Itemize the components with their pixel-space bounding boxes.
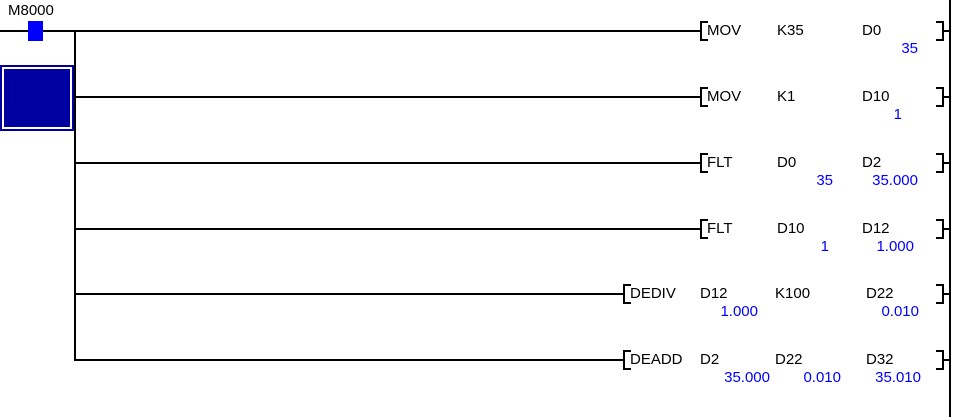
rung-line (74, 162, 700, 164)
cursor-selection-box[interactable] (0, 65, 74, 131)
contact-m8000[interactable] (28, 21, 43, 41)
cursor-selection-inner-border (2, 67, 72, 129)
rung-line (944, 293, 949, 295)
right-bracket-icon (936, 219, 944, 239)
operand[interactable]: D2 (700, 351, 720, 368)
instruction-name[interactable]: FLT (707, 220, 733, 237)
operand[interactable]: D10 (862, 88, 890, 105)
rung-line (74, 96, 700, 98)
instruction-name[interactable]: DEDIV (630, 285, 676, 302)
monitor-value: 1.000 (720, 303, 758, 320)
rung-line (74, 228, 700, 230)
monitor-value: 35.000 (872, 172, 918, 189)
right-bracket-icon (936, 153, 944, 173)
operand[interactable]: K1 (777, 88, 796, 105)
left-bracket-icon (700, 87, 708, 107)
rung-line (944, 96, 949, 98)
operand[interactable]: D10 (777, 220, 805, 237)
monitor-value: 35 (901, 40, 918, 57)
monitor-value: 35 (816, 172, 833, 189)
operand[interactable]: D12 (862, 220, 890, 237)
left-bracket-icon (623, 350, 631, 370)
operand[interactable]: K35 (777, 22, 804, 39)
operand[interactable]: D0 (862, 22, 882, 39)
operand[interactable]: D0 (777, 154, 797, 171)
left-bracket-icon (700, 21, 708, 41)
operand[interactable]: K100 (775, 285, 811, 302)
right-bracket-icon (936, 87, 944, 107)
left-bracket-icon (700, 219, 708, 239)
rung-line (944, 162, 949, 164)
branch-line (74, 30, 76, 361)
operand[interactable]: D12 (700, 285, 728, 302)
instruction-name[interactable]: DEADD (630, 351, 683, 368)
operand[interactable]: D22 (775, 351, 803, 368)
instruction-name[interactable]: MOV (707, 88, 742, 105)
monitor-value: 1 (820, 238, 829, 255)
monitor-value: 1.000 (876, 238, 914, 255)
rung-line (43, 30, 700, 32)
monitor-value: 1 (893, 106, 902, 123)
rung-line (74, 293, 623, 295)
instruction-name[interactable]: MOV (707, 22, 742, 39)
monitor-value: 0.010 (803, 369, 841, 386)
contact-device-label: M8000 (8, 2, 54, 19)
rung-line (944, 359, 949, 361)
instruction-name[interactable]: FLT (707, 154, 733, 171)
rung-line (944, 228, 949, 230)
left-bracket-icon (700, 153, 708, 173)
right-power-rail (949, 0, 951, 417)
operand[interactable]: D32 (866, 351, 894, 368)
operand[interactable]: D2 (862, 154, 882, 171)
right-bracket-icon (936, 350, 944, 370)
monitor-value: 35.000 (724, 369, 770, 386)
monitor-value: 0.010 (881, 303, 919, 320)
monitor-value: 35.010 (875, 369, 921, 386)
operand[interactable]: D22 (866, 285, 894, 302)
rung-line (944, 30, 949, 32)
rung-line (74, 359, 623, 361)
right-bracket-icon (936, 21, 944, 41)
rung-line (0, 30, 28, 32)
right-bracket-icon (936, 284, 944, 304)
left-bracket-icon (623, 284, 631, 304)
